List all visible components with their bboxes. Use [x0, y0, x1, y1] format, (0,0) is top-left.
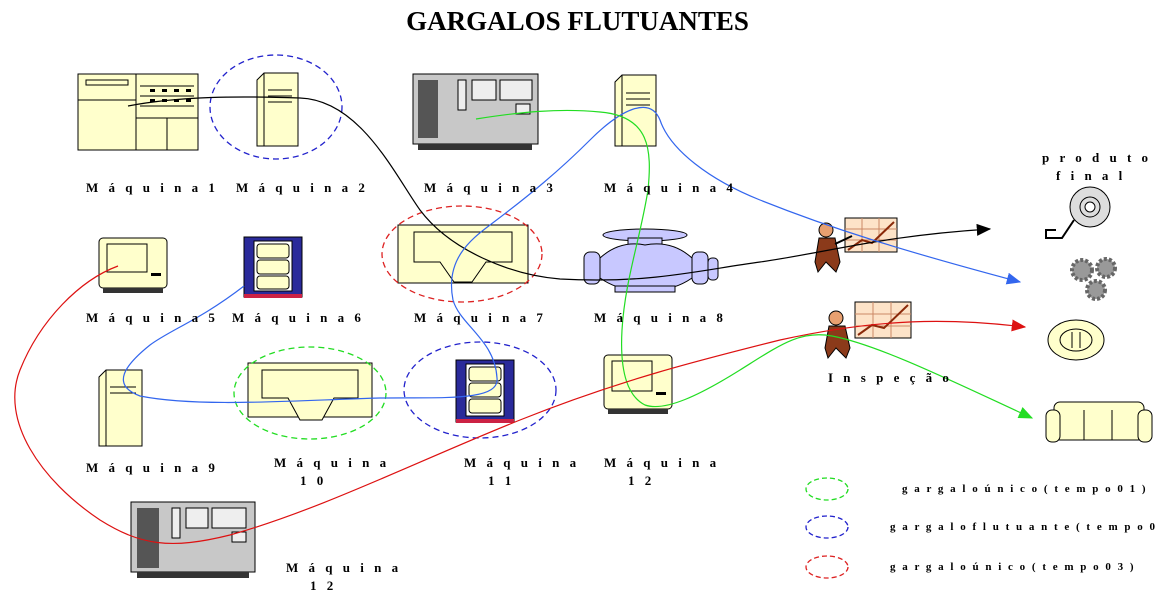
machine-4-icon: [614, 74, 657, 147]
bottleneck-ring-green-machine-10: [233, 346, 387, 440]
machine-12b-label: M á q u i n a: [286, 560, 402, 575]
final-product-disk-icon: [1047, 319, 1105, 361]
legend-text-red: g a r g a l o ú n i c o ( t e m p o 0 3 …: [890, 561, 1136, 573]
machine-5-icon: [98, 237, 168, 293]
legend-ring-blue: [805, 515, 849, 539]
machine-10-label: M á q u i n a: [274, 455, 390, 470]
machine-7-icon: [397, 224, 529, 284]
bottleneck-ring-blue-machine-11: [403, 341, 557, 439]
final-product-tape-icon: [1045, 186, 1111, 239]
flow-line-red: [14, 265, 1027, 544]
bottleneck-ring-blue-machine-2: [209, 54, 343, 160]
machine-12-number: 1 2: [628, 473, 655, 488]
final-product-label-2: f i n a l: [1056, 168, 1126, 183]
machine-12b-number: 1 2: [310, 578, 337, 593]
machine-12-icon: [603, 354, 673, 414]
machine-8-icon: [583, 228, 719, 293]
legend-text-blue: g a r g a l o f l u t u a n t e ( t e m …: [890, 521, 1155, 533]
machine-9-label: M á q u i n a 9: [86, 460, 218, 475]
machine-5-label: M á q u i n a 5: [86, 310, 218, 325]
inspection-label: I n s p e ç ã o: [828, 370, 952, 385]
machine-2-label: M á q u i n a 2: [236, 180, 368, 195]
machine-11-number: 1 1: [488, 473, 515, 488]
machine-11-label: M á q u i n a: [464, 455, 580, 470]
machine-6-icon: [243, 236, 303, 298]
legend-text-green: g a r g a l o ú n i c o ( t e m p o 0 1 …: [902, 483, 1148, 495]
diagram-title: GARGALOS FLUTUANTES: [406, 6, 749, 36]
inspector-figure-icon: [814, 217, 898, 274]
machine-8-label: M á q u i n a 8: [594, 310, 726, 325]
legend-ring-green: [805, 477, 849, 501]
machine-1-icon: [77, 73, 199, 151]
legend: g a r g a l o ú n i c o ( t e m p o 0 1 …: [805, 477, 1155, 579]
machine-11-icon: [455, 359, 515, 423]
machine-4-label: M á q u i n a 4: [604, 180, 736, 195]
flow-line-black: [127, 96, 992, 281]
machine-7-label: M á q u i n a 7: [414, 310, 546, 325]
final-product-couch-icon: [1045, 401, 1153, 443]
flow-line-blue: [122, 106, 1022, 404]
inspection-icon: [824, 301, 912, 360]
machine-10-icon: [247, 362, 373, 421]
machine-1-label: M á q u i n a 1: [86, 180, 218, 195]
machine-9-icon: [98, 369, 143, 447]
machine-10-number: 1 0: [300, 473, 327, 488]
machine-12b-icon: [130, 501, 256, 578]
machine-12-label: M á q u i n a: [604, 455, 720, 470]
legend-ring-red: [805, 555, 849, 579]
machine-2-icon: [256, 72, 299, 147]
machine-3-label: M á q u i n a 3: [424, 180, 556, 195]
final-product-label: p r o d u t o: [1042, 150, 1152, 165]
flow-line-green: [475, 109, 1034, 419]
machine-3-icon: [412, 73, 539, 150]
machine-6-label: M á q u i n a 6: [232, 310, 364, 325]
final-product-gears-icon: [1070, 257, 1117, 301]
bottleneck-ring-red-machine-7: [381, 205, 543, 303]
